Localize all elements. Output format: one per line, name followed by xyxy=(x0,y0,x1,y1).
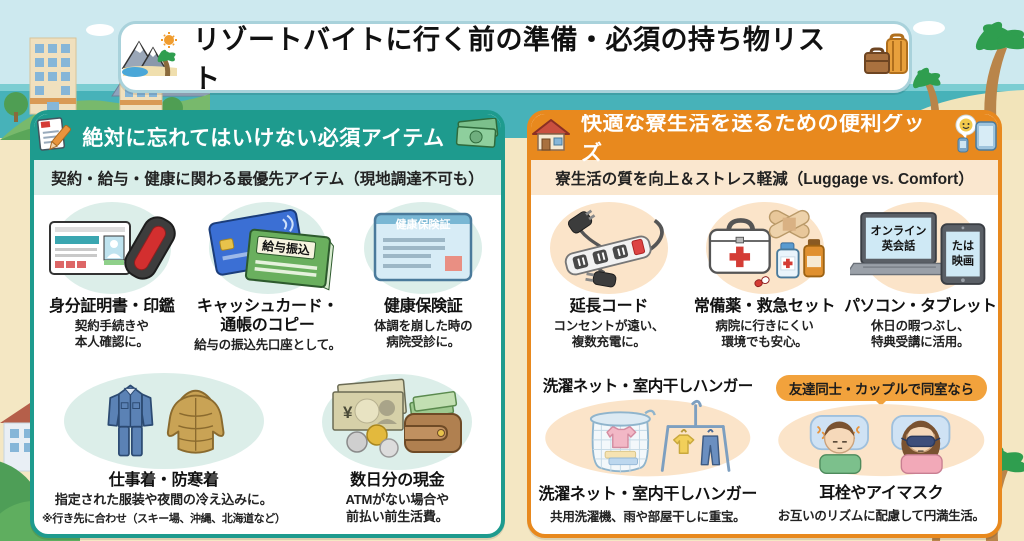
left-panel-subtitle: 契約・給与・健康に関わる最優先アイテム（現地調達不可も） xyxy=(34,160,501,195)
money-bills-icon xyxy=(455,117,499,156)
workwear-illustration xyxy=(34,372,293,471)
item-desc: 契約手続きや 本人確認に。 xyxy=(74,319,149,350)
essential-items-panel: 絶対に忘れてはいけない必須アイテム 契約・給与・健康に関わる最優先アイテム（現地… xyxy=(30,110,505,538)
item-title: 数日分の現金 xyxy=(350,472,445,490)
item-desc: 病院に行きにくい 環境でも安心。 xyxy=(715,319,814,350)
dorm-goods-panel: 快適な寮生活を送るための便利グッズ 寮生活の質を向上＆ストレス軽減（Luggag… xyxy=(527,110,1002,538)
section-title: 耳栓やアイマスク xyxy=(819,485,944,502)
roommate-badge: 友達同士・カップルで同室なら xyxy=(775,375,987,401)
section-earplugs-eyemask: 友達同士・カップルで同室なら xyxy=(765,372,999,526)
tablet-screen-text-1: たは xyxy=(952,239,974,252)
item-cash: ¥ 数日分の現金 ATMがない場合 xyxy=(293,372,501,526)
item-note: ※行き先に合わせ（スキー場、沖縄、北海道など） xyxy=(41,513,286,525)
item-extension-cord: 延長コード コンセントが遠い、 複数充電に。 xyxy=(531,199,687,372)
id-seal-illustration xyxy=(34,199,190,297)
item-desc: ATMがない場合や 前払い前生活費。 xyxy=(345,492,450,525)
mountain-beach-icon xyxy=(121,31,179,83)
right-panel-subtitle: 寮生活の質を向上＆ストレス軽減（Luggage vs. Comfort） xyxy=(531,160,998,195)
item-id-seal: 身分証明書・印鑑 契約手続きや 本人確認に。 xyxy=(34,199,190,372)
right-panel-title: 快適な寮生活を送るための便利グッズ xyxy=(581,112,925,165)
item-title: 身分証明書・印鑑 xyxy=(49,298,175,315)
laptop-screen-text-2: 英会話 xyxy=(881,238,916,252)
left-panel-body: 身分証明書・印鑑 契約手続きや 本人確認に。 xyxy=(34,195,501,526)
chat-phone-tablet-icon xyxy=(952,114,998,160)
house-icon xyxy=(531,116,571,158)
cash-illustration: ¥ xyxy=(293,372,501,471)
yen-mark: ¥ xyxy=(343,403,353,422)
insurance-card-illustration: 健康保険証 xyxy=(345,199,501,297)
item-desc: 指定された服装や夜間の冷え込みに。 xyxy=(54,492,273,508)
section-desc: お互いのリズムに配慮して円満生活。 xyxy=(777,509,985,523)
right-panel-body: 延長コード コンセントが遠い、 複数充電に。 xyxy=(531,195,998,526)
firstaid-illustration xyxy=(687,199,843,297)
title-bar: リゾートバイトに行く前の準備・必須の持ち物リスト xyxy=(118,21,912,94)
item-firstaid-kit: 常備薬・救急セット 病院に行きにくい 環境でも安心。 xyxy=(687,199,843,372)
item-desc: コンセントが遠い、 複数充電に。 xyxy=(553,319,665,350)
page-title: リゾートバイトに行く前の準備・必須の持ち物リスト xyxy=(193,25,826,94)
section-title: 洗濯ネット・室内干しハンガー xyxy=(538,486,758,503)
item-desc: 体調を崩した時の 病院受診に。 xyxy=(373,319,473,350)
bankbook-label: 給与振込 xyxy=(261,238,310,258)
laptop-screen-text-1: オンライン xyxy=(871,224,927,237)
item-title: 健康保険証 xyxy=(383,298,463,315)
item-cashcard-bankbook: 給与振込 キャッシュカード・ 通帳のコピー 給与の振込先口座として。 xyxy=(190,199,346,372)
right-panel-header: 快適な寮生活を送るための便利グッズ xyxy=(531,114,998,165)
item-title: キャッシュカード・ 通帳のコピー xyxy=(196,298,339,335)
item-desc: 給与の振込先口座として。 xyxy=(194,338,341,353)
left-panel-header: 絶対に忘れてはいけない必須アイテム xyxy=(34,114,501,160)
section-desc: 共用洗濯機、雨や部屋干しに重宝。 xyxy=(550,510,746,524)
item-insurance-card: 健康保険証 健康保険証 体調を崩した時の 病院受診に。 xyxy=(345,199,501,372)
item-title: パソコン・タブレット xyxy=(844,298,997,315)
laundry-illustration xyxy=(531,396,765,480)
item-title: 常備薬・救急セット xyxy=(693,298,836,315)
luggage-icon xyxy=(863,33,909,82)
section-laundry: 洗濯ネット・室内干しハンガー xyxy=(531,372,765,526)
item-desc: 休日の暇つぶし、 特典受講に活用。 xyxy=(870,319,970,350)
item-laptop-tablet: オンライン 英会話 たは 映画 パソコン・タブレット 休日の暇つぶし、 特典受講… xyxy=(842,199,998,372)
item-title: 仕事着・防寒着 xyxy=(108,471,219,489)
item-workwear: 仕事着・防寒着 指定された服装や夜間の冷え込みに。 ※行き先に合わせ（スキー場、… xyxy=(34,372,293,526)
laptop-tablet-illustration: オンライン 英会話 たは 映画 xyxy=(842,199,998,297)
insurance-card-label: 健康保険証 xyxy=(396,217,451,231)
item-title: 延長コード xyxy=(569,298,649,315)
tablet-screen-text-2: 映画 xyxy=(952,253,974,267)
left-panel-title: 絶対に忘れてはいけない必須アイテム xyxy=(82,127,445,150)
contract-pencil-icon xyxy=(36,116,72,158)
sleeping-couple-illustration xyxy=(765,401,999,479)
laundry-section-header: 洗濯ネット・室内干しハンガー xyxy=(542,378,754,395)
cashcard-bankbook-illustration: 給与振込 xyxy=(190,199,346,297)
extension-cord-illustration xyxy=(531,199,687,297)
